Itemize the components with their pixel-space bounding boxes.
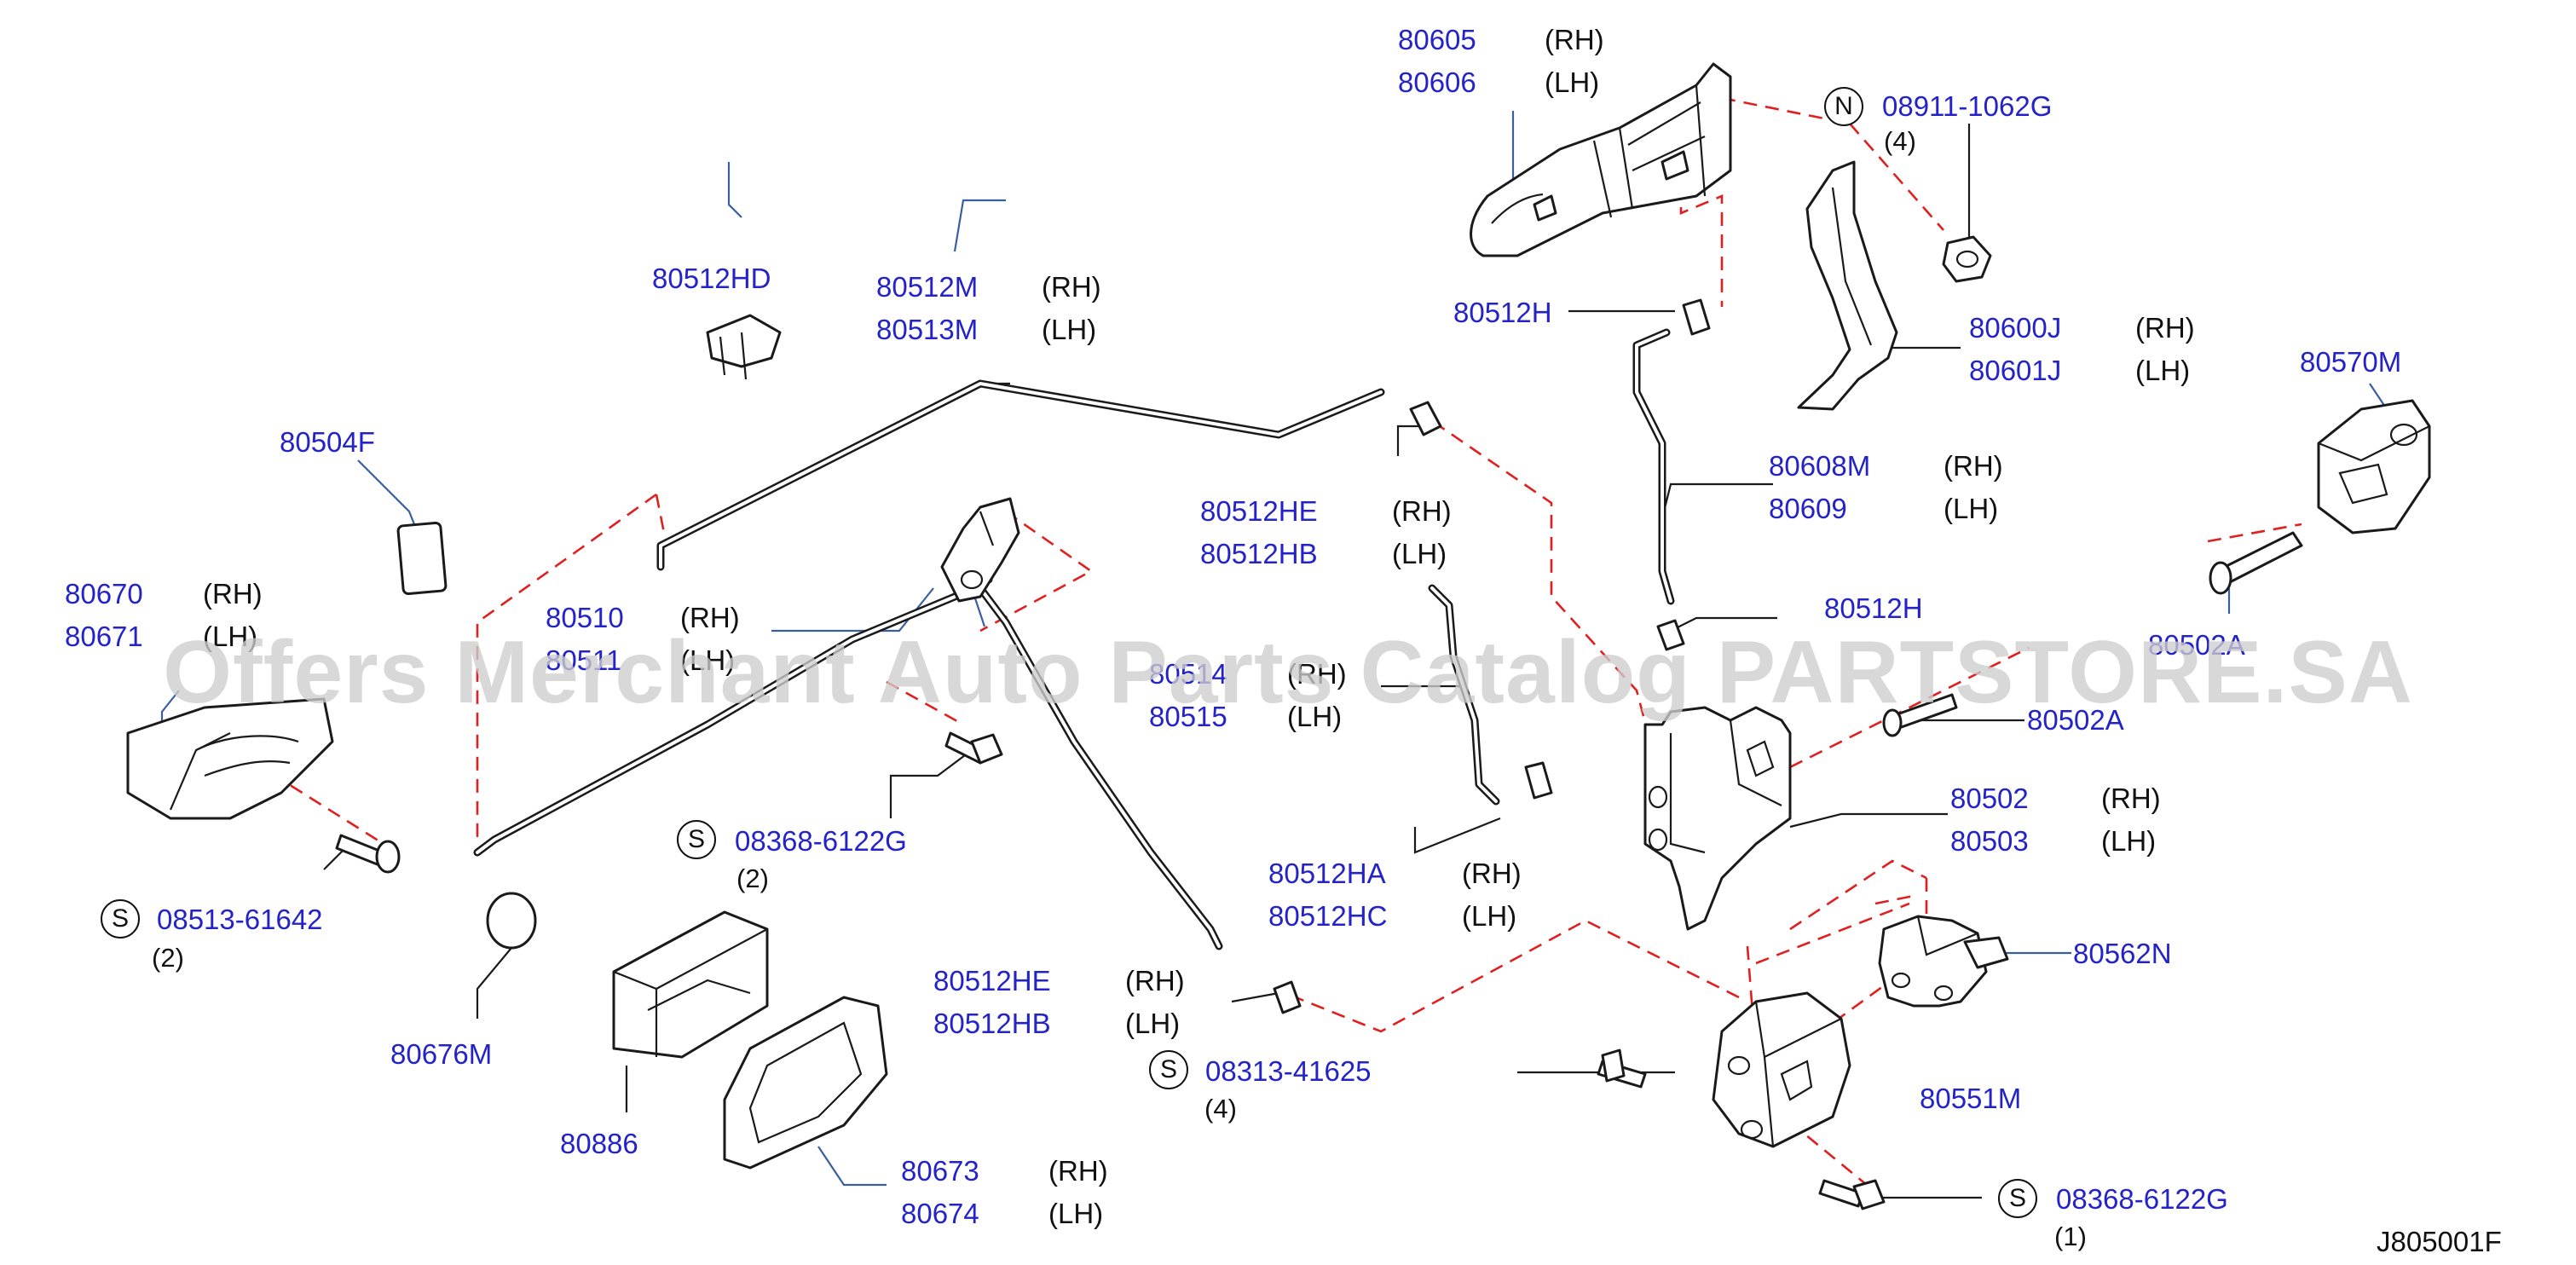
escutcheon-80673 [723,996,888,1170]
callout-80671[interactable]: 80671 [65,621,143,652]
callout-80512m-qualifier: (RH) [1042,271,1101,303]
bolt-actuator-bottom [1818,1179,1886,1210]
callout-80512ha-qualifier: (RH) [1462,858,1522,889]
handle-bracket [1797,160,1898,411]
callout-80512hb-upper[interactable]: 80512HB [1200,538,1318,569]
callout-08313-41625-badge: S [1149,1050,1188,1089]
lock-screw [1882,693,1958,737]
callout-80512hb-lower[interactable]: 80512HB [933,1008,1051,1039]
callout-80515-qualifier: (LH) [1287,701,1343,732]
callout-80511[interactable]: 80511 [546,644,622,676]
callout-80676m[interactable]: 80676M [390,1038,493,1070]
callout-80670[interactable]: 80670 [65,578,143,609]
callout-80606[interactable]: 80606 [1398,66,1476,98]
leader-lines [160,111,2388,1199]
callout-80513m[interactable]: 80513M [876,314,979,345]
tapping-screw [335,834,401,874]
callout-80671-qualifier: (LH) [203,621,258,652]
callout-80510-qualifier: (RH) [680,602,740,633]
callout-80512hc[interactable]: 80512HC [1268,900,1388,932]
callout-80605-qualifier: (RH) [1545,24,1604,55]
rods [473,328,1675,950]
callout-08911-1062g-qty: (4) [1884,126,1916,156]
callout-80512he-lower-qualifier: (RH) [1125,965,1185,996]
callout-80609-qualifier: (LH) [1944,493,1999,524]
rod-clips [706,298,1711,1014]
callout-80512m[interactable]: 80512M [876,271,979,303]
callout-80673-qualifier: (RH) [1048,1155,1108,1187]
callout-08368-6122g-upper[interactable]: 08368-6122G [735,825,907,857]
callout-08513-61642-badge: S [101,899,140,939]
callout-80512he-upper-qualifier: (RH) [1392,495,1452,527]
callout-80609[interactable]: 80609 [1769,493,1847,524]
callout-80605[interactable]: 80605 [1398,24,1476,55]
callout-08513-61642[interactable]: 08513-61642 [157,904,323,935]
callout-80503[interactable]: 80503 [1950,825,2029,857]
assembly-dash-lines [234,96,2302,1187]
callout-08368-6122g-upper-qty: (2) [736,864,769,893]
door-striker [2317,399,2431,534]
callout-80502a-center[interactable]: 80502A [2027,704,2124,736]
flange-nut [1942,235,1992,283]
callout-80670-qualifier: (RH) [203,578,263,609]
callout-80514-qualifier: (RH) [1287,658,1347,690]
lock-actuator-80551m [1712,991,1851,1148]
callout-80512hb-lower-qualifier: (LH) [1125,1008,1181,1039]
inside-door-handle [126,697,334,820]
bolt-left [944,731,1003,765]
callout-08911-1062g-badge: N [1824,87,1863,126]
callout-08368-6122g-lower-qty: (1) [2054,1222,2087,1251]
lock-switch-80562n [1878,915,2009,1008]
callout-80608m[interactable]: 80608M [1769,450,1871,482]
callout-80515[interactable]: 80515 [1149,701,1227,732]
callout-80502-qualifier: (RH) [2101,783,2161,814]
callout-08368-6122g-upper-badge: S [677,820,716,859]
striker-screw [2209,531,2303,595]
inside-handle-bell-crank [940,497,1020,603]
pad-80504f [396,521,448,596]
callout-80512hc-qualifier: (LH) [1462,900,1517,932]
callout-08368-6122g-lower-badge: S [1998,1179,2037,1218]
callout-80512hd[interactable]: 80512HD [652,263,771,294]
callout-80502[interactable]: 80502 [1950,783,2029,814]
callout-80512h-lower[interactable]: 80512H [1824,592,1923,624]
callout-80562n[interactable]: 80562N [2073,938,2172,969]
door-lock-assembly [1643,706,1792,931]
outside-door-handle [1470,62,1732,257]
callout-80514[interactable]: 80514 [1149,658,1227,690]
callout-80608m-qualifier: (RH) [1944,450,2003,482]
callout-80513m-qualifier: (LH) [1042,314,1097,345]
callout-80502a-right[interactable]: 80502A [2148,629,2245,661]
callout-08911-1062g[interactable]: 08911-1062G [1882,90,2053,122]
callout-80512he-upper[interactable]: 80512HE [1200,495,1318,527]
callout-80601j[interactable]: 80601J [1969,355,2062,386]
callout-80674-qualifier: (LH) [1048,1198,1104,1229]
callout-80504f[interactable]: 80504F [280,426,375,458]
callout-80601j-qualifier: (LH) [2135,355,2191,386]
callout-80503-qualifier: (LH) [2101,825,2157,857]
callout-80551m[interactable]: 80551M [1920,1083,2022,1114]
callout-80570m[interactable]: 80570M [2300,346,2402,378]
callout-80512ha[interactable]: 80512HA [1268,858,1386,889]
callout-08313-41625[interactable]: 08313-41625 [1205,1055,1372,1087]
foam-80886 [612,910,769,1059]
callout-80511-qualifier: (LH) [680,644,736,676]
cap-80676m [486,892,537,950]
callout-80673[interactable]: 80673 [901,1155,979,1187]
callout-80512he-lower[interactable]: 80512HE [933,965,1051,996]
callout-80606-qualifier: (LH) [1545,66,1600,98]
callout-80674[interactable]: 80674 [901,1198,979,1229]
callout-80512hb-upper-qualifier: (LH) [1392,538,1447,569]
callout-80510[interactable]: 80510 [546,602,624,633]
callout-08313-41625-qty: (4) [1204,1094,1237,1123]
callout-80600j[interactable]: 80600J [1969,312,2062,344]
callout-80886[interactable]: 80886 [560,1128,638,1159]
bolt-actuator-left [1597,1048,1647,1089]
callout-08368-6122g-lower[interactable]: 08368-6122G [2056,1183,2228,1215]
callout-80512h-top[interactable]: 80512H [1453,297,1552,328]
callout-08513-61642-qty: (2) [152,943,184,973]
diagram-code: J805001F [2377,1226,2502,1257]
callout-80600j-qualifier: (RH) [2135,312,2195,344]
